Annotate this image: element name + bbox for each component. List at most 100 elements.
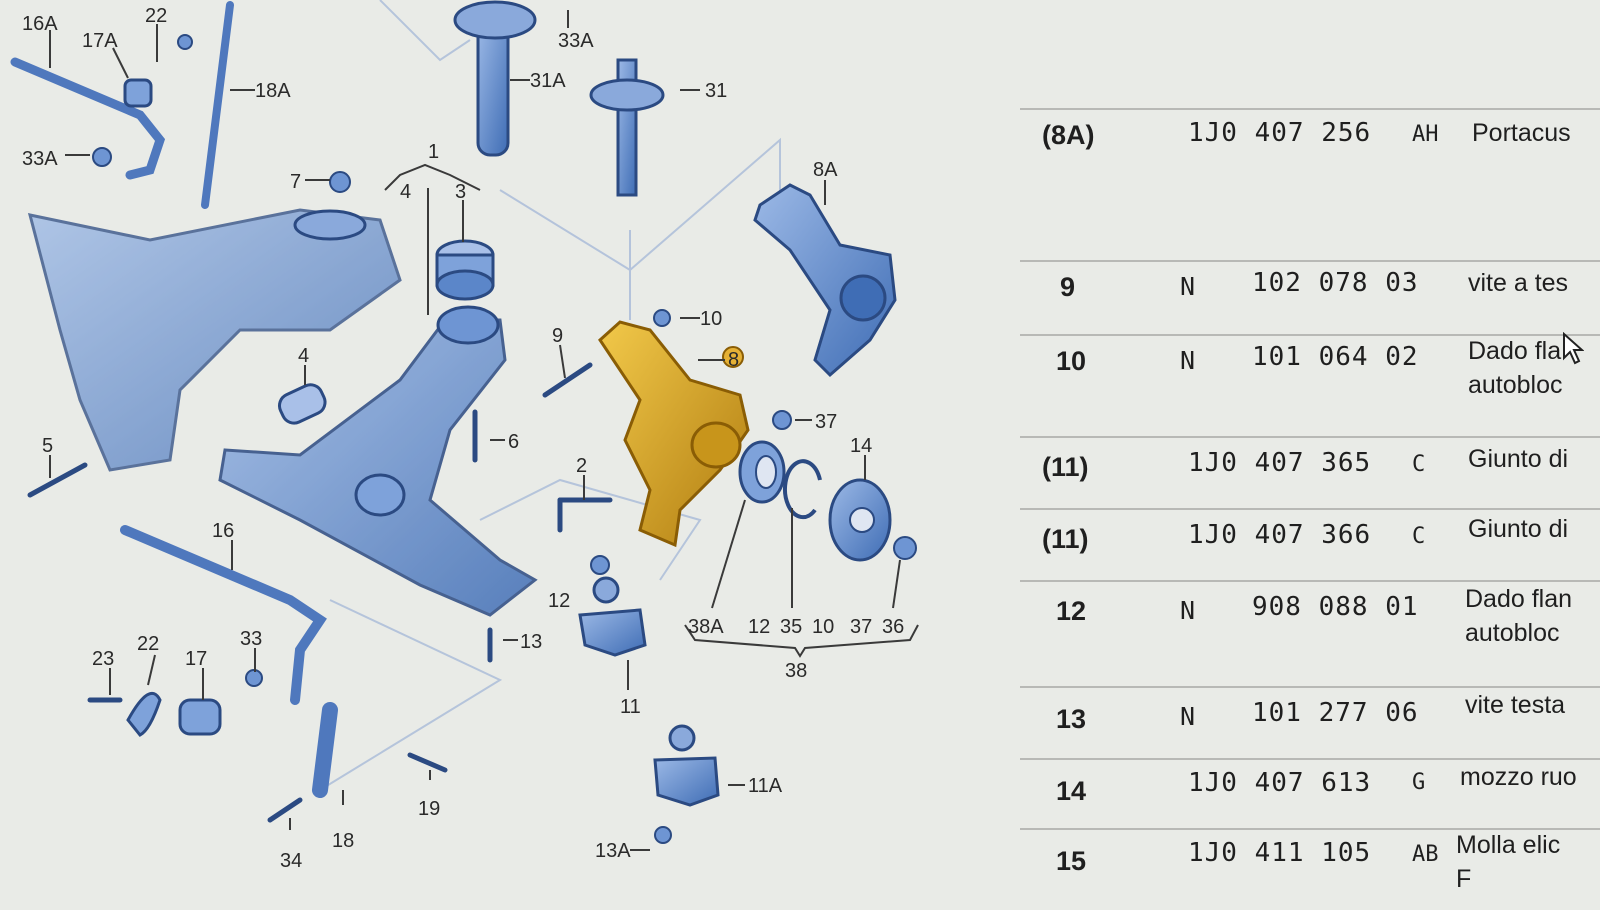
bracket-2 [557,497,613,533]
callout-23: 23 [92,648,114,670]
mouse-pointer-icon [1562,331,1585,371]
callout-labels: 16A 17A 22 18A 33A 31A 31 7 1 4 3 8A 10 … [22,5,904,872]
callout-13a: 13A [595,840,631,862]
table-row[interactable]: (11) 1J0 407 365 C Giunto di [1020,436,1600,508]
part-number-cell: 102 078 03 [1252,268,1419,298]
ball-joint-11 [578,576,647,657]
suffix-cell: AB [1412,842,1439,867]
callout-4: 4 [298,345,309,367]
callout-33a-top: 33A [558,30,594,52]
suffix-cell: AH [1412,122,1439,147]
callout-14: 14 [850,435,872,457]
wheel-hub [828,478,892,562]
description-cell: mozzo ruo [1460,763,1577,791]
callout-16a: 16A [22,13,58,35]
leader-lines [49,10,919,851]
position-cell: 12 [1056,596,1087,626]
callout-18: 18 [332,830,354,852]
prefix-cell: N [1180,596,1196,625]
table-row[interactable]: (8A) 1J0 407 256 AH Portacus [1020,108,1600,260]
callout-5: 5 [42,435,53,457]
prefix-cell: N [1180,702,1196,731]
position-cell: 13 [1056,704,1087,734]
callout-12: 12 [748,616,770,638]
subframe [27,208,402,472]
callout-33a: 33A [22,148,58,170]
description-cell: Dado fla autobloc [1468,337,1563,399]
table-row[interactable]: 14 1J0 407 613 G mozzo ruo [1020,758,1600,828]
table-row[interactable]: 12 N 908 088 01 Dado flan autobloc [1020,580,1600,686]
callout-9: 9 [552,325,563,347]
callout-8: 8 [728,349,739,371]
callout-13: 13 [520,631,542,653]
strut-31 [589,58,665,197]
bushing-3 [435,239,495,301]
strut-31a [453,0,537,157]
part-number-cell: 101 277 06 [1252,698,1419,728]
table-row[interactable]: 13 N 101 277 06 vite testa [1020,686,1600,758]
callout-11a: 11A [748,775,783,797]
position-cell: 10 [1056,346,1087,376]
table-row[interactable]: 9 N 102 078 03 vite a tes [1020,260,1600,334]
callout-18a: 18A [255,80,291,102]
ball-joint-11a [653,724,720,807]
circlip [782,459,822,520]
callout-37-top: 37 [815,411,837,433]
steering-knuckle-8a [753,183,897,378]
callout-38a: 38A [688,616,724,638]
table-row[interactable]: 15 1J0 411 105 AB Molla elic F [1020,828,1600,910]
callout-12-left: 12 [548,590,570,612]
callout-4-top: 4 [400,181,411,203]
part-number-cell: 1J0 407 365 [1188,448,1372,478]
suffix-cell: C [1412,524,1426,549]
position-cell: 15 [1056,846,1087,876]
callout-7: 7 [290,171,301,193]
callout-6: 6 [508,431,519,453]
part-number-cell: 101 064 02 [1252,342,1419,372]
position-cell: (11) [1042,452,1089,482]
part-number-cell: 908 088 01 [1252,592,1419,622]
exploded-parts-diagram: 16A 17A 22 18A 33A 31A 31 7 1 4 3 8A 10 … [10,0,919,872]
position-cell: (8A) [1042,120,1095,150]
callout-3: 3 [455,181,466,203]
callout-11: 11 [620,696,641,718]
wheel-bearing [738,440,786,504]
description-cell: vite a tes [1468,269,1569,297]
suffix-cell: C [1412,452,1426,477]
table-row[interactable]: (11) 1J0 407 366 C Giunto di [1020,508,1600,580]
bushing-4 [277,383,327,425]
suffix-cell: G [1412,770,1426,795]
callout-1: 1 [428,141,439,163]
description-cell: Giunto di [1468,445,1569,473]
part-number-cell: 1J0 407 613 [1188,768,1372,798]
bolts [27,362,593,823]
part-number-cell: 1J0 407 256 [1188,118,1372,148]
callout-22: 22 [145,5,167,27]
part-number-cell: 1J0 407 366 [1188,520,1372,550]
callout-38: 38 [785,660,807,682]
prefix-cell: N [1180,272,1196,301]
link-rod-18a [201,1,234,209]
callout-8a: 8A [813,159,838,181]
stabilizer-bar-16 [120,525,327,705]
callout-37: 37 [850,616,872,638]
description-cell: Portacus [1472,119,1571,147]
description-cell: Giunto di [1468,515,1569,543]
control-arm [218,305,538,617]
position-cell: 14 [1056,776,1087,806]
callout-10-top: 10 [700,308,722,330]
stabilizer-bushings [123,78,222,737]
description-cell: vite testa [1465,691,1566,719]
callout-22-bottom: 22 [137,633,159,655]
callout-10: 10 [812,616,834,638]
callout-35: 35 [780,616,802,638]
link-rod-18 [312,702,338,798]
callout-17a: 17A [82,30,118,52]
callout-2: 2 [576,455,587,477]
callout-36: 36 [882,616,904,638]
description-cell: Dado flan autobloc [1465,585,1573,647]
nuts [92,34,917,844]
table-row[interactable]: 10 N 101 064 02 Dado fla autobloc [1020,334,1600,436]
position-cell: 9 [1060,272,1076,302]
steering-knuckle-8-highlighted [598,320,750,548]
